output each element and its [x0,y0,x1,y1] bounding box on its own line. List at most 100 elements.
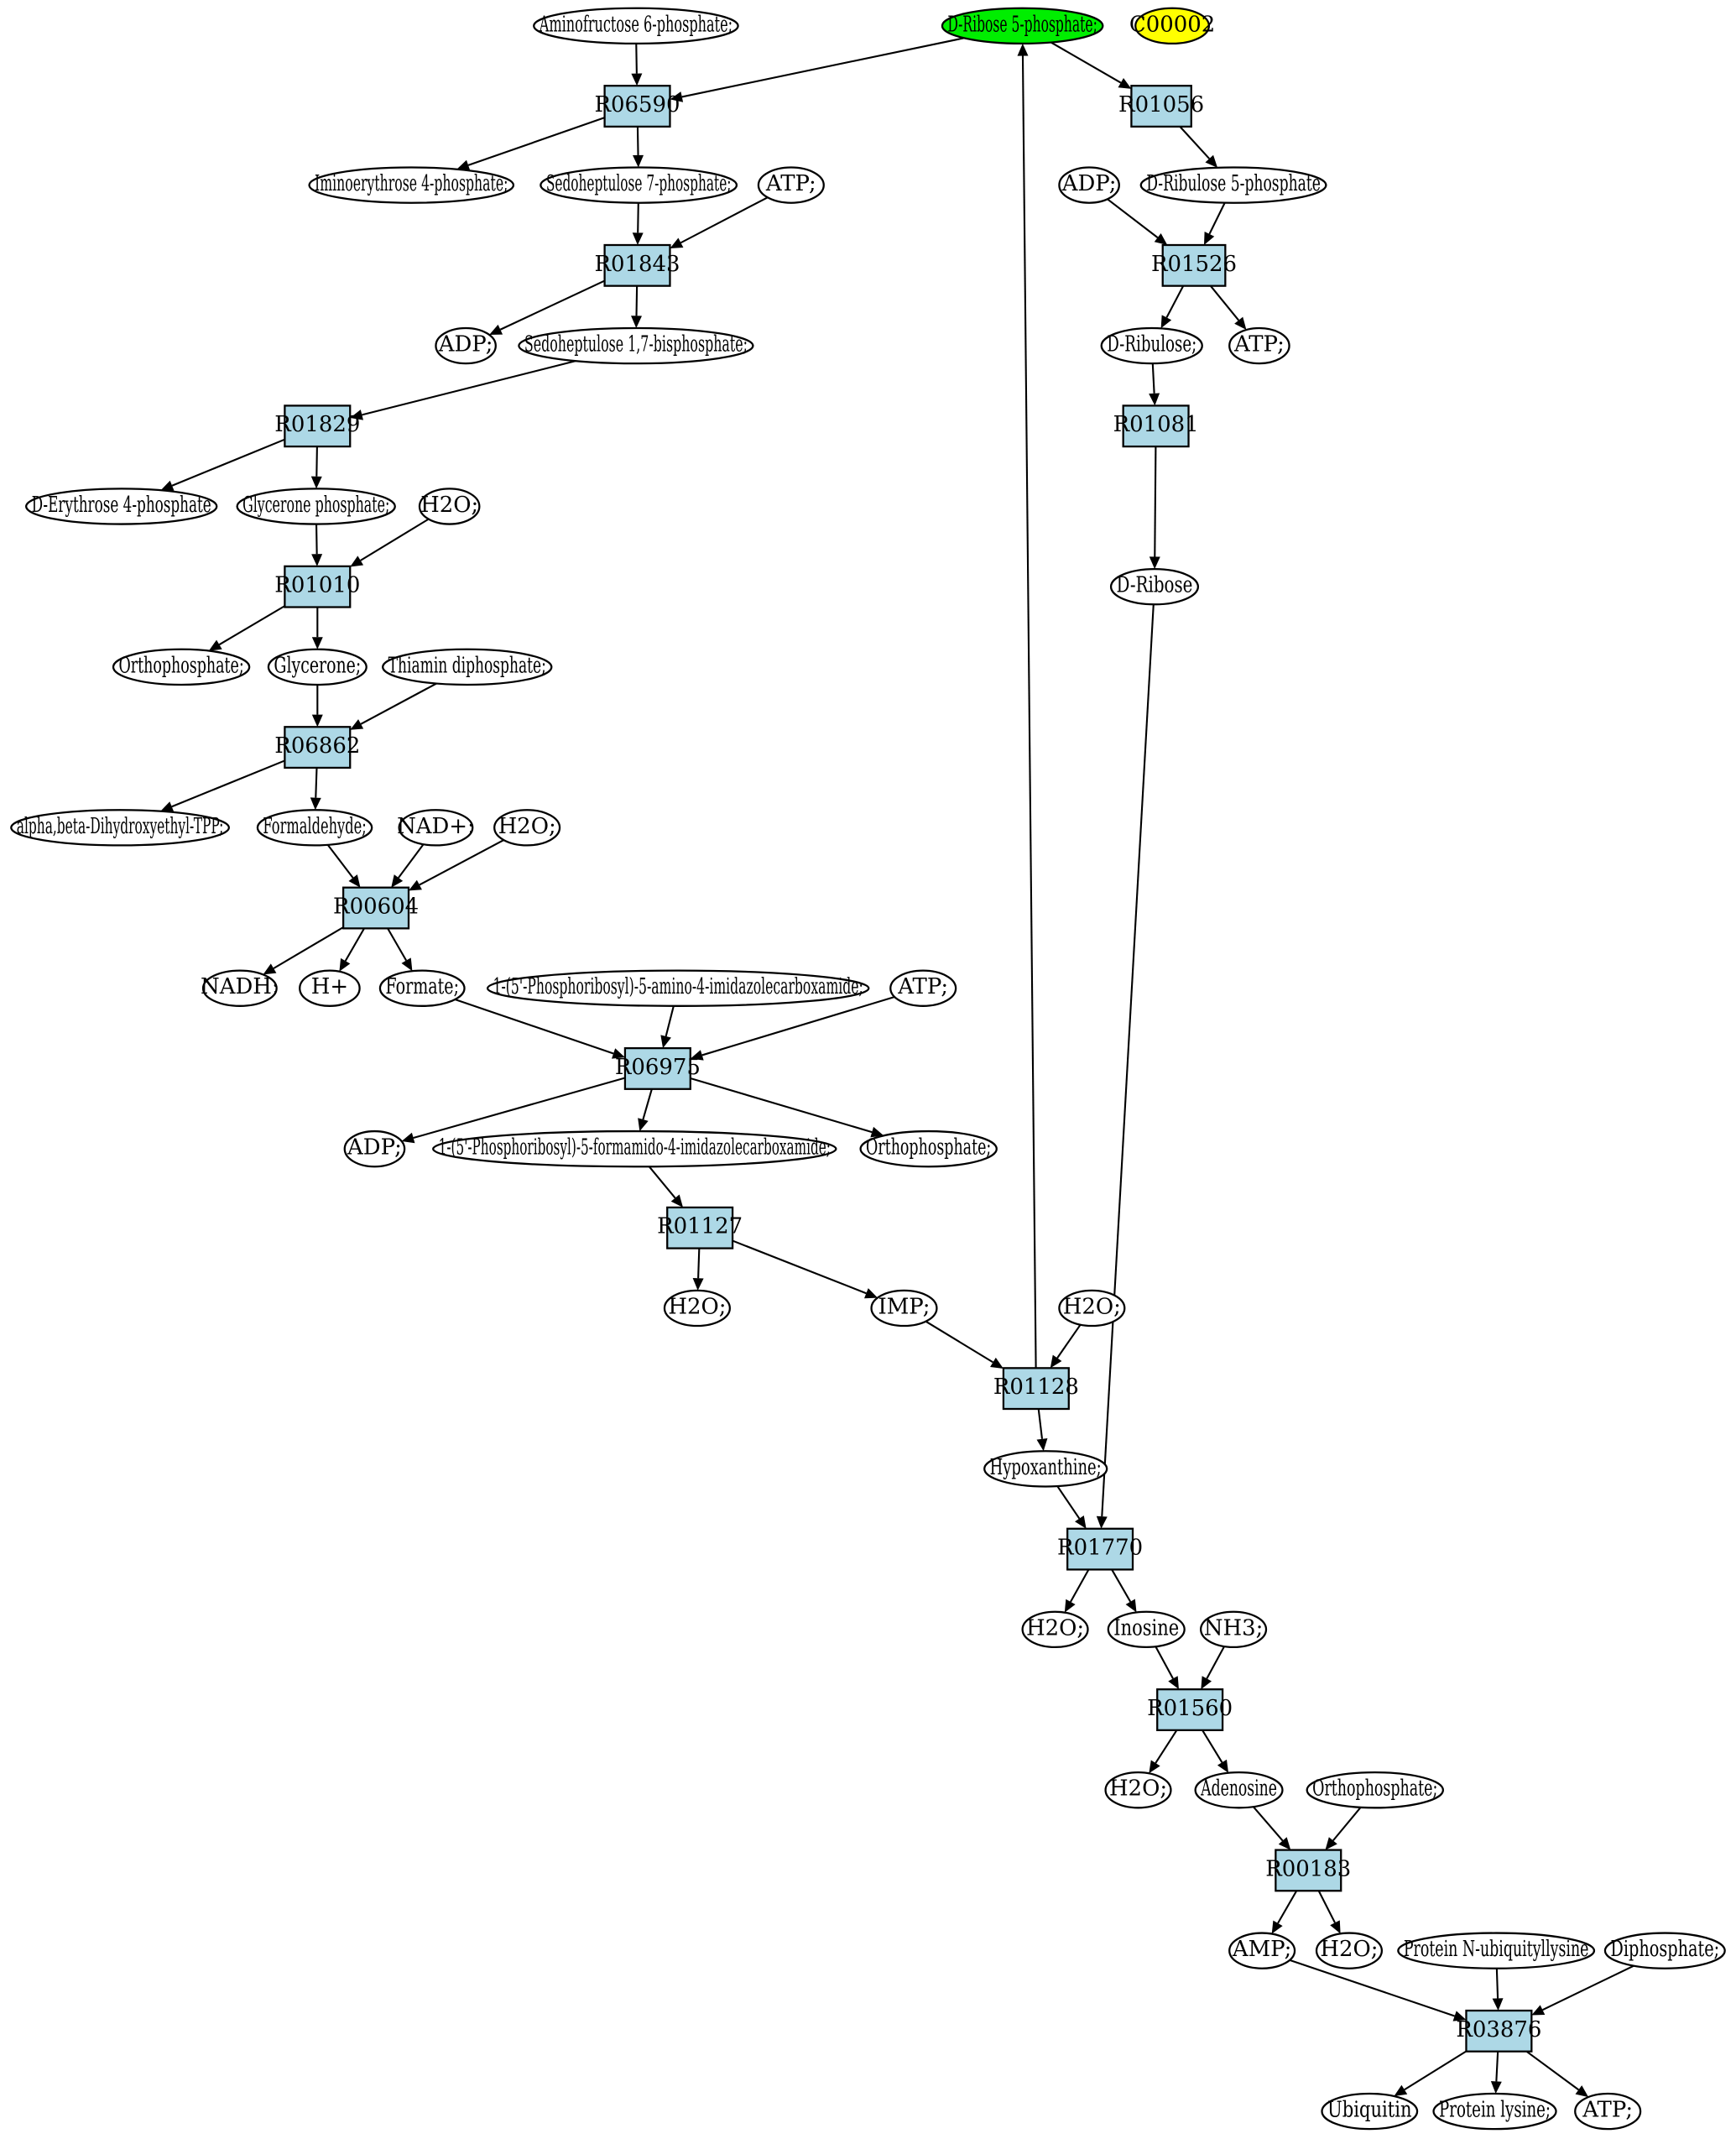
node-label: 1-(5'-Phosphoribosyl)-5-formamido-4-imid… [439,1135,831,1161]
node-label: R01010 [274,573,360,598]
compound-node-c38[interactable]: NH3; [1199,1610,1268,1649]
compound-node-c4[interactable]: Iminoerythrose 4-phosphate; [308,166,515,204]
compound-node-c7[interactable]: ADP; [1058,166,1120,204]
reaction-node-r6[interactable]: R01081 [1113,404,1199,448]
reaction-node-r11[interactable]: R01127 [657,1206,743,1249]
compound-node-c29[interactable]: ADP; [343,1129,406,1168]
edge-c34-r12 [1050,1324,1082,1369]
node-label: NAD+; [397,814,475,839]
compound-node-c9[interactable]: ADP; [435,326,497,365]
reaction-node-r12[interactable]: R01128 [993,1367,1079,1411]
compound-node-c42[interactable]: AMP; [1228,1932,1296,1969]
compound-node-c10[interactable]: Sedoheptulose 1,7-bisphosphate; [518,326,754,365]
node-label: R06862 [274,733,360,759]
node-label: IMP; [878,1294,930,1319]
reaction-node-r7[interactable]: R01010 [274,565,360,608]
compound-node-c17[interactable]: Orthophosphate; [112,648,251,686]
compound-node-c44[interactable]: Protein N-ubiquityllysine [1397,1932,1596,1969]
compound-node-c34[interactable]: H2O; [1058,1289,1126,1328]
edge-r13-c37 [1111,1568,1137,1613]
compound-node-c5[interactable]: Sedoheptulose 7-phosphate; [540,166,738,204]
edge-c7-r4 [1107,198,1168,245]
node-label: D-Ribose [1117,573,1193,598]
compound-node-c12[interactable]: ATP; [1228,326,1290,365]
compound-node-c13[interactable]: D-Erythrose 4-phosphate [25,488,218,525]
edge-c14-r7 [311,524,323,566]
compound-node-c45[interactable]: Diphosphate; [1603,1932,1726,1969]
compound-node-c48[interactable]: ATP; [1574,2092,1642,2131]
reaction-node-r5[interactable]: R01829 [274,404,360,448]
compound-node-c47[interactable]: Protein lysine; [1432,2092,1557,2131]
compound-node-c31[interactable]: Orthophosphate; [859,1129,998,1168]
compound-node-c41[interactable]: Orthophosphate; [1306,1771,1445,1809]
edge-r13-c36 [1064,1568,1090,1613]
reaction-node-r13[interactable]: R01770 [1057,1527,1143,1571]
node-label: ATP; [1582,2098,1633,2123]
reaction-node-r9[interactable]: R00604 [333,886,419,930]
compound-node-c33[interactable]: IMP; [870,1289,938,1328]
node-label: H+ [311,974,348,999]
compound-node-c27[interactable]: 1-(5'-Phosphoribosyl)-5-amino-4-imidazol… [486,969,870,1007]
node-label: Orthophosphate; [118,653,243,678]
edge-c19-r8 [350,682,437,730]
node-label: Protein lysine; [1439,2098,1551,2123]
reaction-node-r16[interactable]: R03876 [1456,2009,1541,2053]
compound-node-c23[interactable]: H2O; [493,809,561,847]
compound-node-c2[interactable]: D-Ribose 5-phosphate; [941,7,1104,45]
compound-node-c3[interactable]: C00002 [1129,7,1215,45]
compound-node-c11[interactable]: D-Ribulose; [1100,326,1203,365]
edge-r12-c2 [1017,43,1037,1369]
reaction-node-r10[interactable]: R06975 [615,1046,701,1090]
edge-r11-c33 [732,1239,878,1299]
compound-node-c16[interactable]: D-Ribose [1109,567,1200,606]
reaction-node-r1[interactable]: R06590 [595,85,680,128]
compound-node-c19[interactable]: Thiamin diphosphate; [382,648,553,686]
reaction-node-r3[interactable]: R01843 [595,243,680,287]
compound-node-c1[interactable]: Aminofructose 6-phosphate; [533,7,739,45]
node-label: R01526 [1151,252,1237,277]
compound-node-c36[interactable]: H2O; [1021,1610,1089,1649]
edge-r1-c5 [633,126,644,168]
compound-node-c30[interactable]: 1-(5'-Phosphoribosyl)-5-formamido-4-imid… [432,1129,837,1168]
reaction-node-r4[interactable]: R01526 [1151,243,1237,287]
compound-node-c14[interactable]: Glycerone phosphate; [236,488,396,525]
edge-c22-r9 [391,843,425,888]
compound-node-c35[interactable]: Hypoxanthine; [983,1450,1108,1488]
reaction-node-r2[interactable]: R01056 [1118,85,1204,128]
edge-r5-c13 [160,438,285,491]
compound-node-c40[interactable]: Adenosine [1194,1771,1284,1809]
edge-c28-r10 [690,996,895,1061]
compound-node-c20[interactable]: alpha,beta-Dihydroxyethyl-TPP; [10,809,231,847]
compound-node-c21[interactable]: Formaldehyde; [256,809,373,847]
reaction-node-r14[interactable]: R01560 [1147,1688,1233,1731]
compound-node-c6[interactable]: ATP; [757,166,825,204]
edge-r9-c24 [263,926,344,975]
reaction-node-r8[interactable]: R06862 [274,726,360,769]
compound-node-c18[interactable]: Glycerone; [267,648,368,686]
compound-node-c46[interactable]: Ubiquitin [1321,2092,1419,2131]
node-label: D-Ribulose 5-phosphate [1146,171,1321,196]
edge-c1-r1 [631,43,643,86]
reaction-node-r15[interactable]: R00183 [1265,1849,1351,1892]
compound-node-c8[interactable]: D-Ribulose 5-phosphate [1139,166,1327,204]
compound-node-c43[interactable]: H2O; [1315,1932,1384,1969]
compound-node-c39[interactable]: H2O; [1104,1771,1172,1809]
compound-node-c24[interactable]: NADH; [201,969,279,1007]
compound-node-c26[interactable]: Formate; [378,969,466,1007]
node-label: H2O; [1109,1776,1167,1802]
node-label: R01770 [1057,1536,1143,1561]
compound-node-c32[interactable]: H2O; [663,1289,731,1328]
node-label: Ubiquitin [1327,2098,1412,2123]
edge-c35-r13 [1056,1485,1087,1529]
compound-node-c28[interactable]: ATP; [889,969,957,1007]
edge-c42-r16 [1289,1959,1467,2021]
node-label: Hypoxanthine; [990,1455,1102,1480]
compound-node-c37[interactable]: Inosine [1107,1610,1186,1649]
compound-node-c25[interactable]: H+ [299,969,361,1007]
compound-node-c22[interactable]: NAD+; [397,809,475,847]
edge-r8-c21 [310,767,321,811]
edge-r11-c32 [692,1248,704,1291]
edge-c38-r14 [1201,1646,1226,1690]
node-label: Adenosine [1200,1776,1277,1802]
compound-node-c15[interactable]: H2O; [418,488,481,525]
